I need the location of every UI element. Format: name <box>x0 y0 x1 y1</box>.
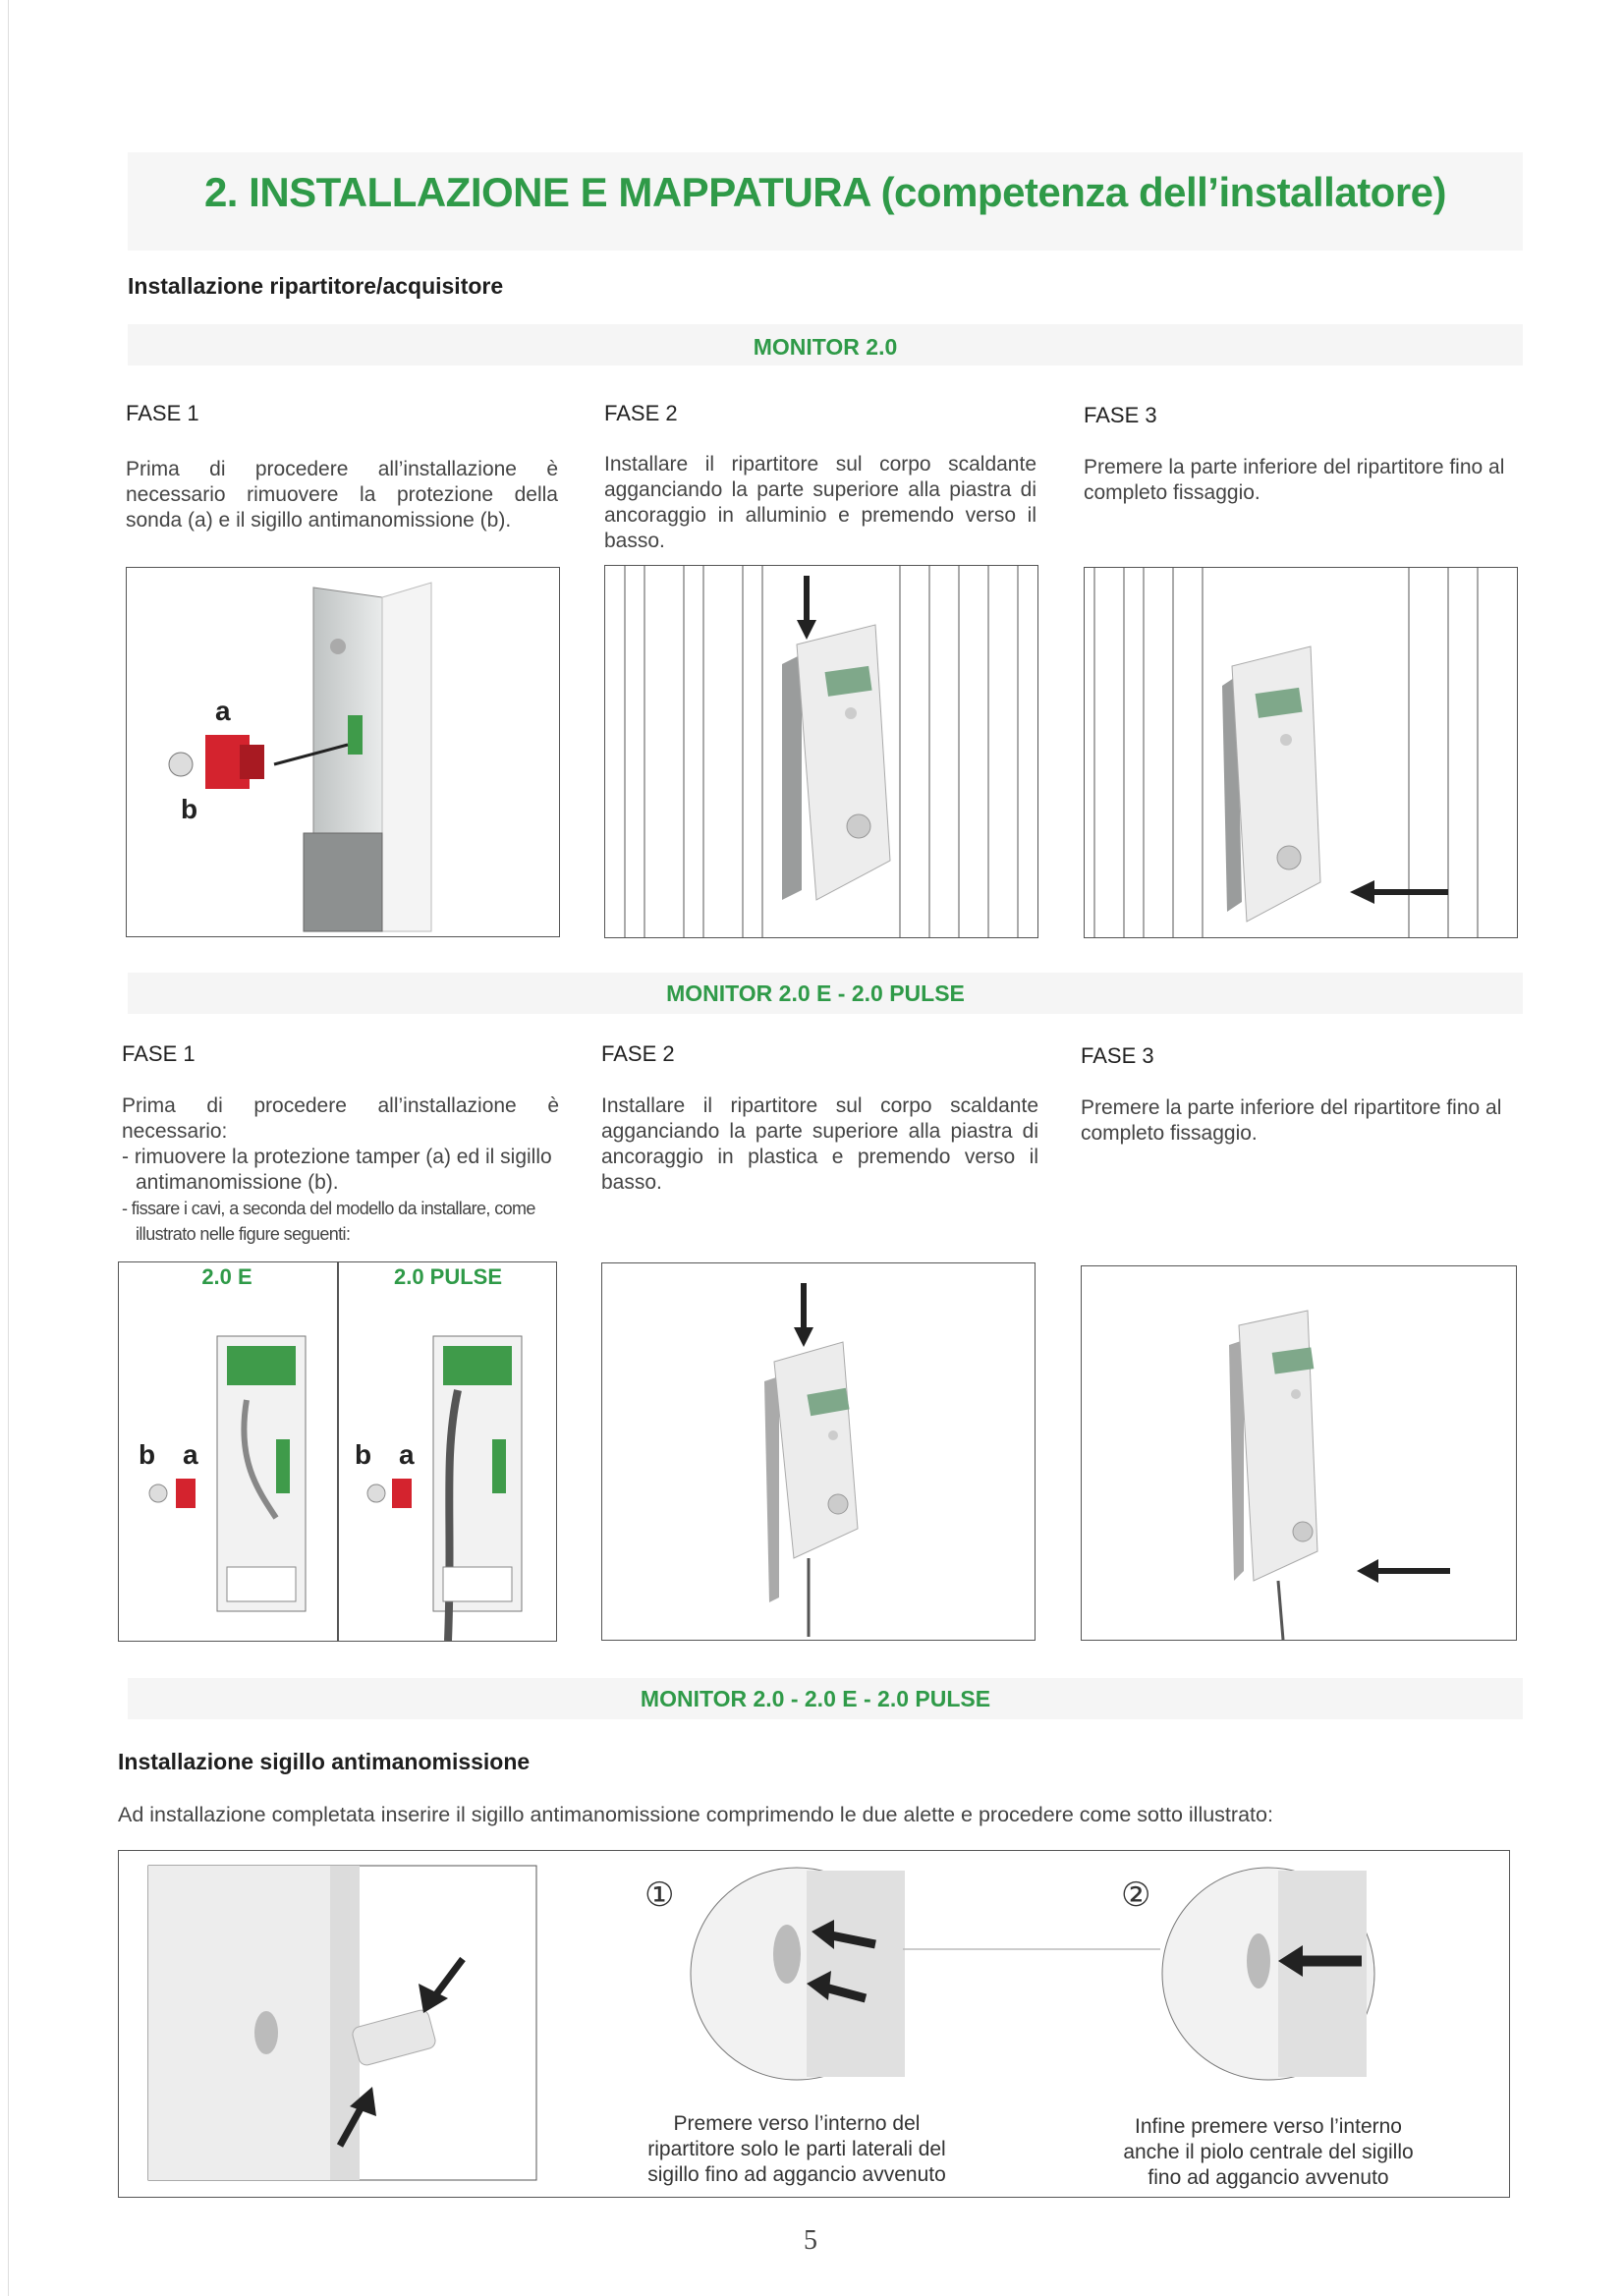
model-2-0-e-label: 2.0 E <box>201 1264 252 1289</box>
m20-fase1-title: FASE 1 <box>126 401 199 425</box>
m20e-label-a1: a <box>183 1439 198 1470</box>
m20e-fase1-title: FASE 1 <box>122 1041 196 1066</box>
title-band <box>128 152 1523 251</box>
model-2-0-pulse-label: 2.0 PULSE <box>393 1264 503 1289</box>
monitor20-label: MONITOR 2.0 <box>753 334 898 360</box>
m20e-label-b2: b <box>355 1439 371 1470</box>
section-heading-ripartitore: Installazione ripartitore/acquisitore <box>128 273 504 299</box>
scan-margin-line <box>8 0 9 2296</box>
monitor-all-label: MONITOR 2.0 - 2.0 E - 2.0 PULSE <box>640 1686 991 1711</box>
m20e-fase1-illustration: 2.0 E 2.0 PULSE b a b a <box>118 1261 557 1642</box>
m20e-label-a2: a <box>399 1439 415 1470</box>
label-b: b <box>181 794 197 824</box>
m20e-fase1-item-2: - fissare i cavi, a seconda del modello … <box>122 1199 535 1244</box>
m20-fase1-text: Prima di procedere all’installazione è n… <box>126 458 558 532</box>
monitor20-band <box>128 324 1523 365</box>
m20e-fase1-body: Prima di procedere all’installazione è n… <box>122 1093 559 1247</box>
step2-caption: Infine premere verso l’interno anche il … <box>1123 2115 1414 2189</box>
step1-number: ① <box>644 1876 675 1914</box>
m20e-fase3-text: Premere la parte inferiore del ripartito… <box>1081 1096 1502 1145</box>
m20-fase3-title: FASE 3 <box>1084 403 1157 427</box>
m20e-fase1-item-1: - rimuovere la protezione tamper (a) ed … <box>122 1146 552 1194</box>
step2-number: ② <box>1121 1876 1151 1914</box>
sonda-protection-red <box>205 735 264 789</box>
step1-caption: Premere verso l’interno del ripartitore … <box>647 2112 946 2186</box>
m20e-fase2-text: Installare il ripartitore sul corpo scal… <box>601 1094 1038 1194</box>
monitor-all-band <box>128 1678 1523 1719</box>
m20e-fase3-title: FASE 3 <box>1081 1043 1154 1068</box>
section-heading-sigillo: Installazione sigillo antimanomissione <box>118 1749 531 1774</box>
m20-fase2-text: Installare il ripartitore sul corpo scal… <box>604 453 1036 552</box>
m20-fase2-illustration <box>604 565 1038 938</box>
m20-fase2-title: FASE 2 <box>604 401 678 425</box>
label-a: a <box>215 696 231 726</box>
m20e-fase2-illustration <box>601 1262 1036 1641</box>
m20-fase3-illustration <box>1084 567 1518 938</box>
sigillo-illustration-frame: ① ② Premere verso l’interno del ripartit… <box>118 1850 1510 2198</box>
m20-fase3-text: Premere la parte inferiore del ripartito… <box>1084 456 1505 504</box>
m20e-fase1-intro: Prima di procedere all’installazione è n… <box>122 1094 559 1143</box>
m20-fase1-illustration: a b <box>126 567 560 937</box>
m20e-fase3-illustration <box>1081 1265 1517 1641</box>
m20e-label-b1: b <box>139 1439 155 1470</box>
page-number: 5 <box>804 2225 817 2256</box>
m20e-fase2-title: FASE 2 <box>601 1041 675 1066</box>
monitor20e-band <box>128 973 1523 1014</box>
monitor20e-label: MONITOR 2.0 E - 2.0 PULSE <box>666 980 965 1006</box>
model-divider <box>337 1262 339 1641</box>
section2-text: Ad installazione completata inserire il … <box>118 1803 1273 1826</box>
page-title: 2. INSTALLAZIONE E MAPPATURA (competenza… <box>203 169 1447 215</box>
